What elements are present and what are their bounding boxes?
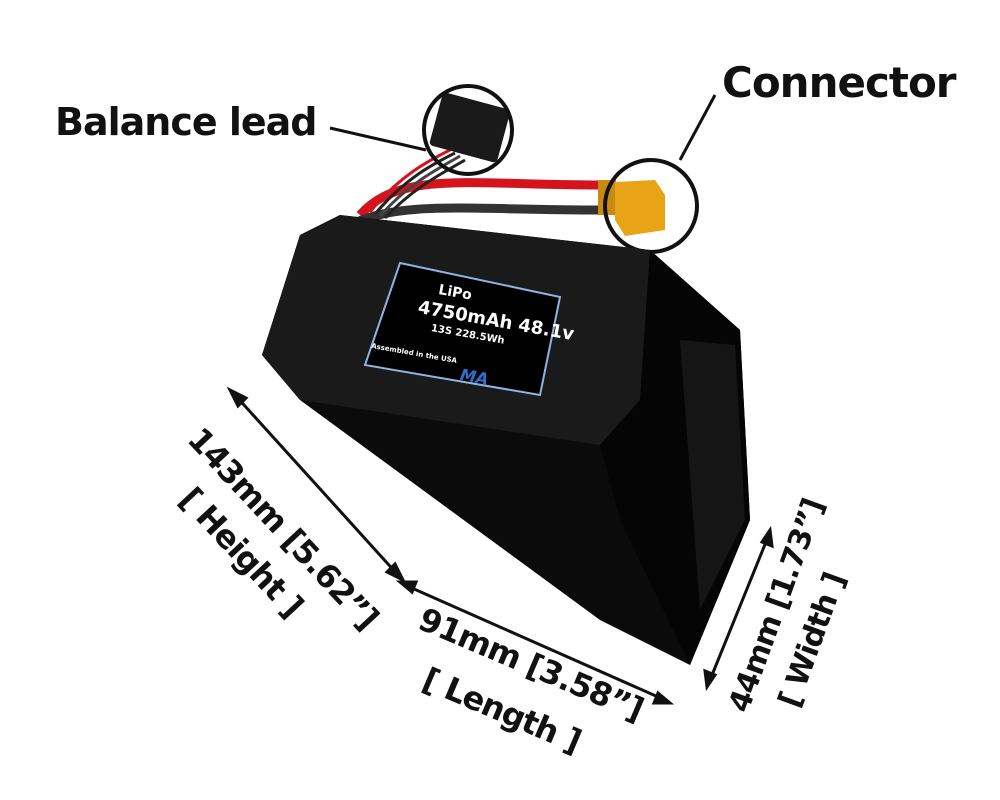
balance-connector [422,84,514,176]
connector-leader [678,94,717,161]
length-arrowhead-left [395,580,419,595]
balance-lead-callout: Balance lead [55,100,317,144]
width-arrowhead-top [759,525,774,549]
width-arrowhead-bottom [703,668,718,692]
connector-callout: Connector [722,58,957,107]
width-arrow [708,536,770,681]
height-arrowhead-bottom [384,561,407,584]
wires [347,148,601,230]
length-arrow [404,583,666,702]
height-arrowhead-top [226,386,249,409]
height-arrow [233,393,400,577]
battery-label-panel [363,261,562,397]
balance-lead-leader [329,126,427,152]
dimension-arrows [226,386,774,705]
xt-connector [598,158,699,254]
length-arrowhead-right [651,690,675,705]
